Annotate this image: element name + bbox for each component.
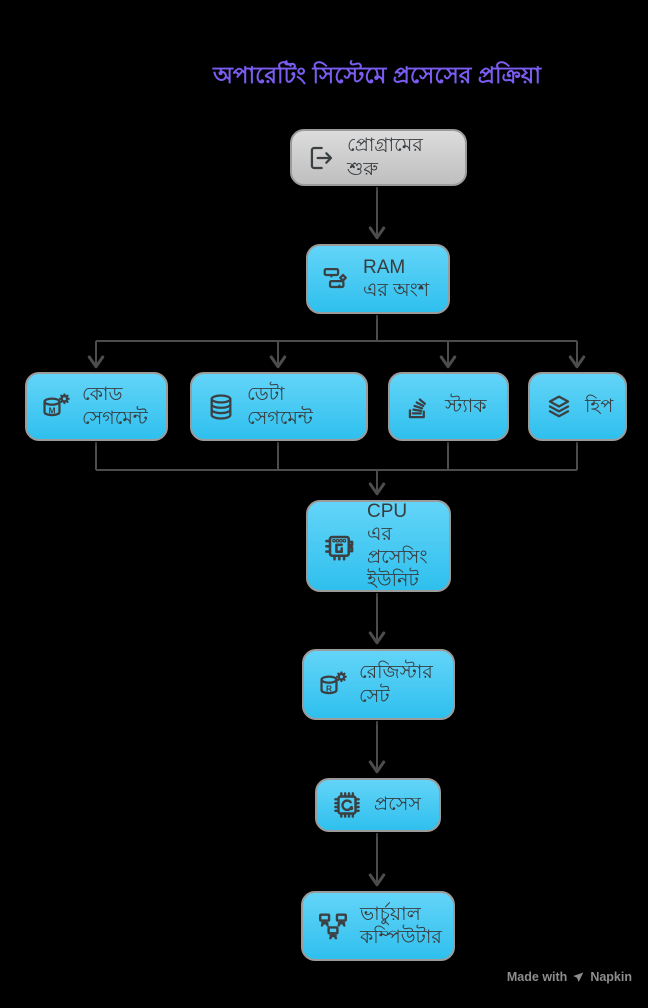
svg-text:M: M	[49, 406, 56, 415]
node-program-start: প্রোগ্রামের শুরু	[290, 129, 467, 186]
node-stack: স্ট্যাক	[388, 372, 509, 441]
node-cpu-processing-unit: CPU এর প্রসেসিং ইউনিট	[306, 500, 451, 592]
program-start-icon	[305, 142, 337, 174]
node-label: ভার্চুয়াল কম্পিউটার	[360, 903, 442, 948]
layers-icon	[543, 391, 575, 423]
node-virtual-computer: ভার্চুয়াল কম্পিউটার	[301, 891, 455, 961]
cpu-chip-icon	[321, 528, 357, 564]
code-memory-icon: M	[40, 391, 72, 423]
svg-text:R: R	[326, 684, 332, 693]
watermark-prefix: Made with	[506, 970, 568, 984]
diagram-title: অপারেটিং সিস্টেমে প্রসেসের প্রক্রিয়া	[212, 62, 542, 88]
node-label: রেজিস্টার সেট	[359, 662, 433, 707]
node-label: কোড সেগমেন্ট	[82, 384, 148, 429]
node-heap: হিপ	[528, 372, 627, 441]
node-label: হিপ	[585, 395, 614, 417]
node-code-segment: M কোড সেগমেন্ট	[25, 372, 168, 441]
register-memory-icon: R	[317, 669, 349, 701]
node-label: প্রসেস	[374, 794, 421, 816]
database-icon	[205, 391, 237, 423]
node-label: স্ট্যাক	[445, 395, 487, 417]
napkin-logo-icon	[573, 972, 584, 982]
stack-icon	[403, 391, 435, 423]
watermark-brand: Napkin	[590, 970, 632, 984]
watermark: Made with Napkin	[507, 970, 632, 984]
node-process: প্রসেস	[315, 778, 441, 832]
node-label: CPU এর প্রসেসিং ইউনিট	[367, 500, 428, 592]
node-label: RAM এর অংশ	[363, 256, 430, 301]
virtual-computers-icon	[316, 909, 350, 943]
node-ram: RAM এর অংশ	[306, 244, 450, 314]
node-label: ডেটা সেগমেন্ট	[247, 384, 313, 429]
node-data-segment: ডেটা সেগমেন্ট	[190, 372, 368, 441]
process-chip-icon	[330, 788, 364, 822]
node-register-set: R রেজিস্টার সেট	[302, 649, 455, 720]
memory-partition-icon	[321, 263, 353, 295]
node-label: প্রোগ্রামের শুরু	[347, 135, 423, 180]
